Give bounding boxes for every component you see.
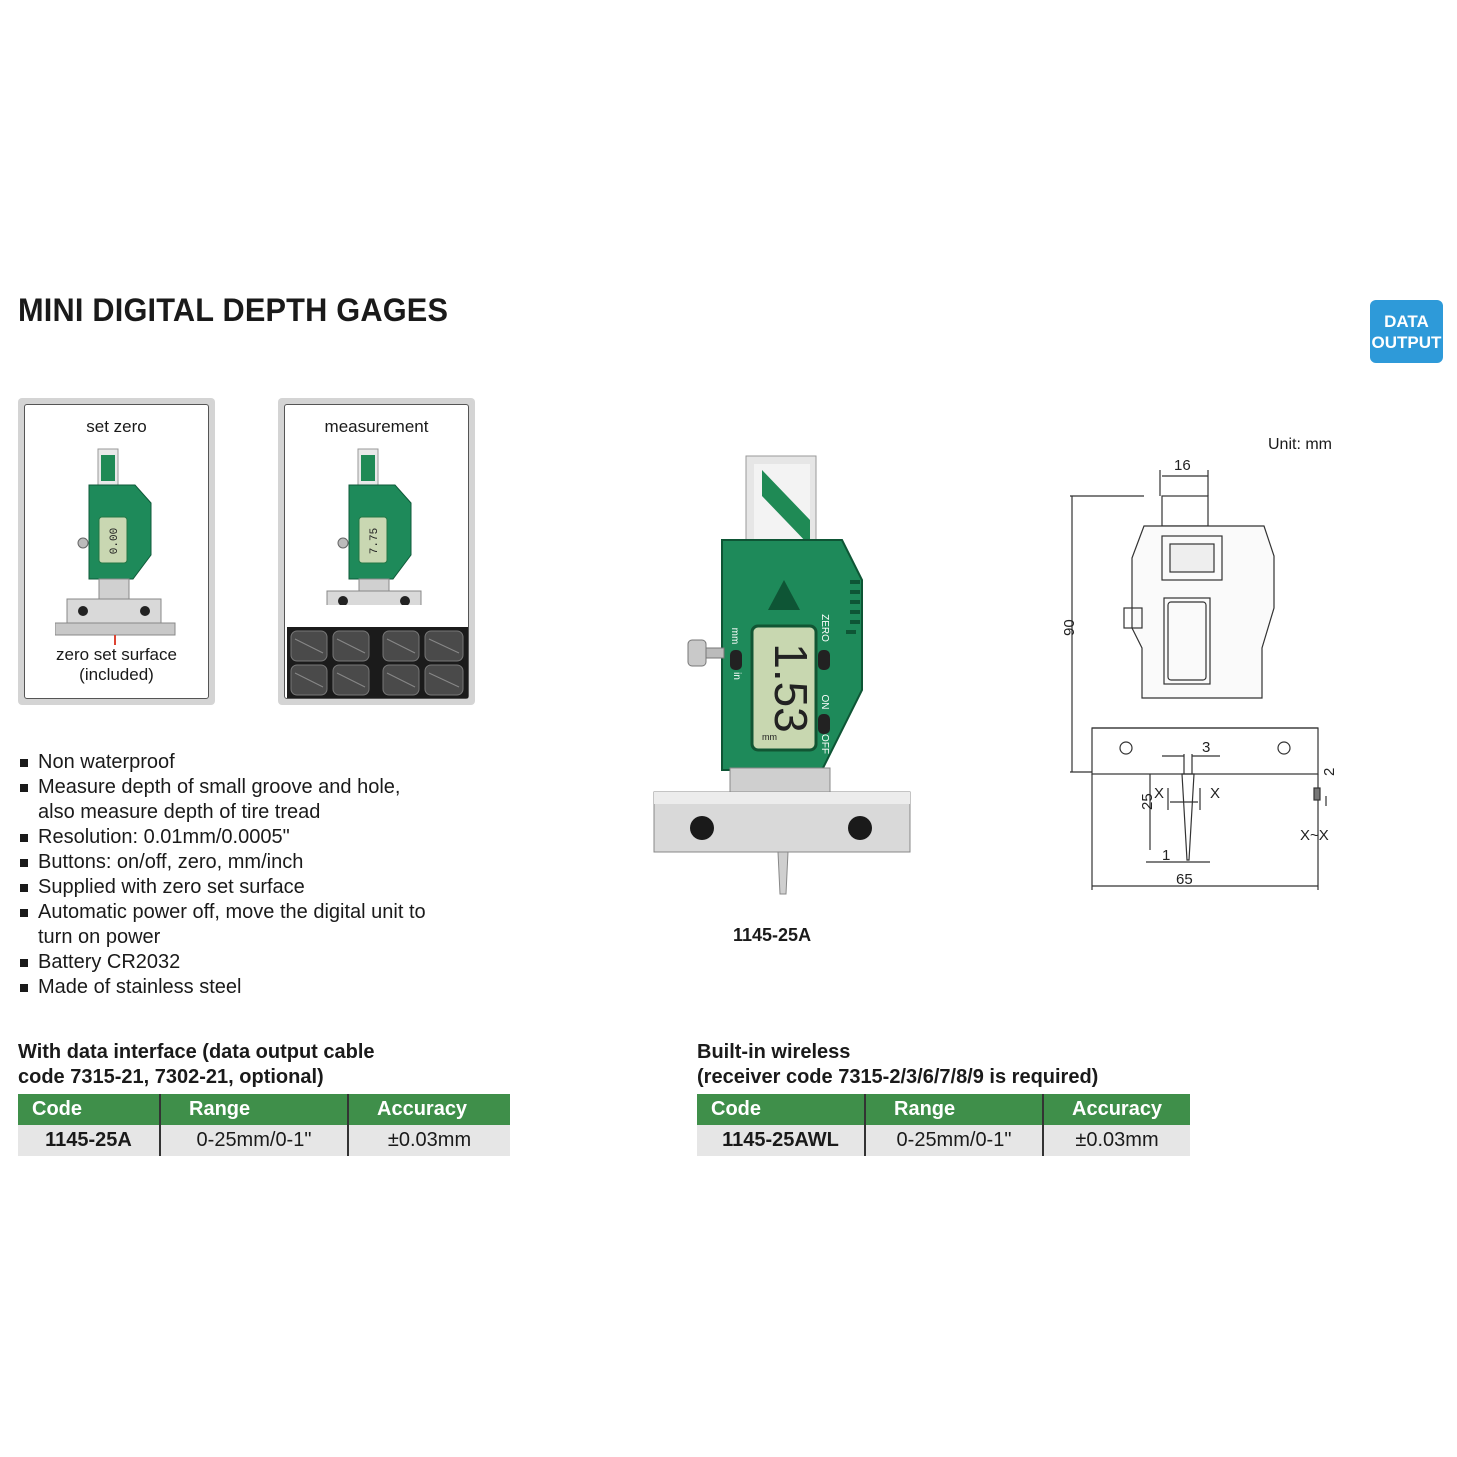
- wireless-heading-1: Built-in wireless: [697, 1041, 851, 1063]
- tire-tread-image: [287, 627, 468, 698]
- dim-65: 65: [1176, 871, 1193, 888]
- data-interface-heading-2: code 7315-21, 7302-21, optional): [18, 1066, 324, 1088]
- cell-code: 1145-25AWL: [697, 1125, 865, 1156]
- cell-accuracy: ±0.03mm: [1042, 1125, 1190, 1156]
- measurement-card: measurement 7.75: [278, 398, 475, 705]
- section-label: X~X: [1300, 827, 1329, 844]
- set-zero-gage-image: 0.00: [55, 448, 176, 645]
- data-interface-heading: With data interface (data output cable c…: [18, 1040, 375, 1090]
- col-code: Code: [697, 1094, 865, 1125]
- dimension-drawing: 16 90 3 25 1 65 2 X X X~X: [1061, 457, 1338, 890]
- btn-in-label: in: [731, 672, 742, 680]
- product-caption: 1145-25A: [733, 925, 812, 945]
- cell-range: 0-25mm/0-1": [864, 1125, 1043, 1156]
- col-range: Range: [159, 1094, 348, 1125]
- product-lcd-reading: 1.53: [765, 643, 817, 733]
- dim-16: 16: [1174, 457, 1191, 474]
- data-interface-heading-1: With data interface (data output cable: [18, 1041, 375, 1063]
- btn-on-label: ON: [819, 695, 830, 710]
- dim-3: 3: [1202, 739, 1210, 756]
- feature-list: Non waterproof Measure depth of small gr…: [18, 750, 438, 1000]
- dim-90: 90: [1061, 619, 1078, 636]
- btn-mm-label: mm: [729, 628, 740, 645]
- page-title: MINI DIGITAL DEPTH GAGES: [18, 292, 449, 328]
- wireless-table: Code Range Accuracy 1145-25AWL 0-25mm/0-…: [697, 1094, 1190, 1156]
- zero-set-caption-1: zero set surface: [56, 645, 177, 664]
- section-x-right: X: [1210, 785, 1220, 802]
- measurement-title: measurement: [324, 417, 429, 436]
- badge-line2: OUTPUT: [1371, 332, 1442, 352]
- measurement-lcd-reading: 7.75: [369, 528, 381, 554]
- zero-set-caption-2: (included): [79, 665, 154, 684]
- dim-1: 1: [1162, 847, 1170, 864]
- dim-2: 2: [1321, 768, 1338, 776]
- table-row: 1145-25A 0-25mm/0-1" ±0.03mm: [18, 1125, 510, 1156]
- feature-item: Supplied with zero set surface: [18, 875, 438, 900]
- col-code: Code: [18, 1094, 160, 1125]
- btn-off-label: OFF: [819, 734, 830, 754]
- measurement-gage-image: 7.75: [326, 448, 422, 605]
- col-accuracy: Accuracy: [1042, 1094, 1190, 1125]
- section-x-left: X: [1154, 785, 1164, 802]
- cell-accuracy: ±0.03mm: [347, 1125, 510, 1156]
- wireless-heading: Built-in wireless (receiver code 7315-2/…: [697, 1040, 1098, 1090]
- feature-item: Automatic power off, move the digital un…: [18, 900, 438, 950]
- feature-item: Buttons: on/off, zero, mm/inch: [18, 850, 438, 875]
- feature-item: Battery CR2032: [18, 950, 438, 975]
- product-lcd-unit: mm: [762, 732, 777, 742]
- data-output-badge: DATA OUTPUT: [1370, 300, 1443, 363]
- product-gage-image: 1.53 mm mm in ZERO ON OFF: [653, 455, 911, 895]
- feature-item: Resolution: 0.01mm/0.0005": [18, 825, 438, 850]
- set-zero-title: set zero: [86, 417, 147, 436]
- col-range: Range: [864, 1094, 1043, 1125]
- feature-item: Measure depth of small groove and hole, …: [18, 775, 438, 825]
- dim-25: 25: [1139, 793, 1156, 810]
- feature-item: Made of stainless steel: [18, 975, 438, 1000]
- table-row: 1145-25AWL 0-25mm/0-1" ±0.03mm: [697, 1125, 1190, 1156]
- cell-code: 1145-25A: [18, 1125, 160, 1156]
- cell-range: 0-25mm/0-1": [159, 1125, 348, 1156]
- data-interface-table: Code Range Accuracy 1145-25A 0-25mm/0-1"…: [18, 1094, 510, 1156]
- drawing-unit-label: Unit: mm: [1268, 436, 1332, 453]
- wireless-heading-2: (receiver code 7315-2/3/6/7/8/9 is requi…: [697, 1066, 1099, 1088]
- btn-zero-label: ZERO: [819, 614, 830, 642]
- set-zero-card: set zero 0.00 zero set surface (included…: [18, 398, 215, 705]
- badge-line1: DATA: [1384, 311, 1429, 331]
- col-accuracy: Accuracy: [347, 1094, 510, 1125]
- set-zero-lcd-reading: 0.00: [109, 528, 121, 554]
- feature-item: Non waterproof: [18, 750, 438, 775]
